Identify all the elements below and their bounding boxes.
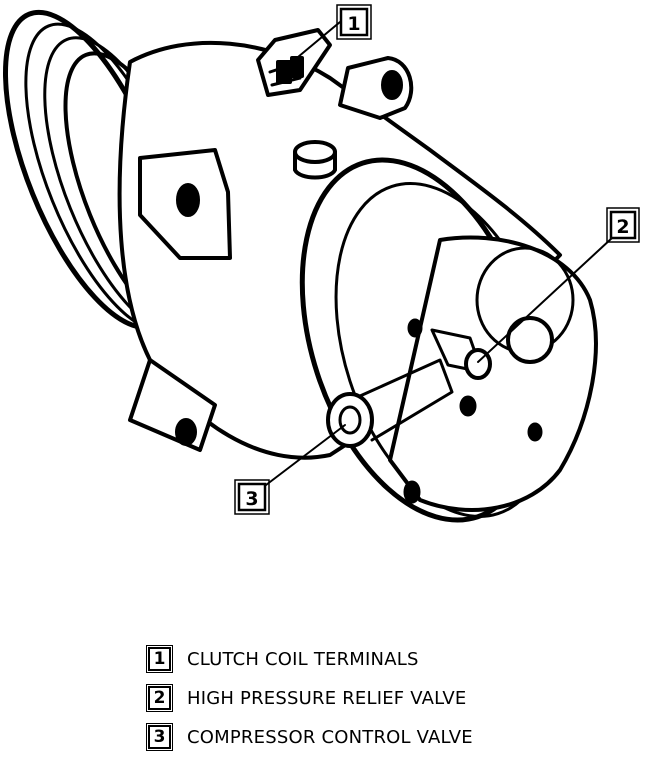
legend-number-box: 1 [146,645,173,673]
legend-label: CLUTCH COIL TERMINALS [187,648,419,670]
front-housing [299,157,598,523]
legend-label: COMPRESSOR CONTROL VALVE [187,726,473,748]
legend: 1 CLUTCH COIL TERMINALS 2 HIGH PRESSURE … [146,644,473,761]
legend-item: 1 CLUTCH COIL TERMINALS [146,644,473,674]
legend-number-box: 2 [146,684,173,712]
legend-number-box: 3 [146,723,173,751]
legend-item: 3 COMPRESSOR CONTROL VALVE [146,722,473,752]
callout-1-number: 1 [347,13,360,35]
callout-2-number: 2 [616,216,629,238]
leader-lines [265,21,613,486]
callout-3: 3 [234,479,270,515]
callout-3-number: 3 [245,488,258,510]
legend-label: HIGH PRESSURE RELIEF VALVE [187,687,467,709]
callout-1: 1 [336,4,372,40]
callout-2: 2 [606,207,640,243]
legend-item: 2 HIGH PRESSURE RELIEF VALVE [146,683,473,713]
